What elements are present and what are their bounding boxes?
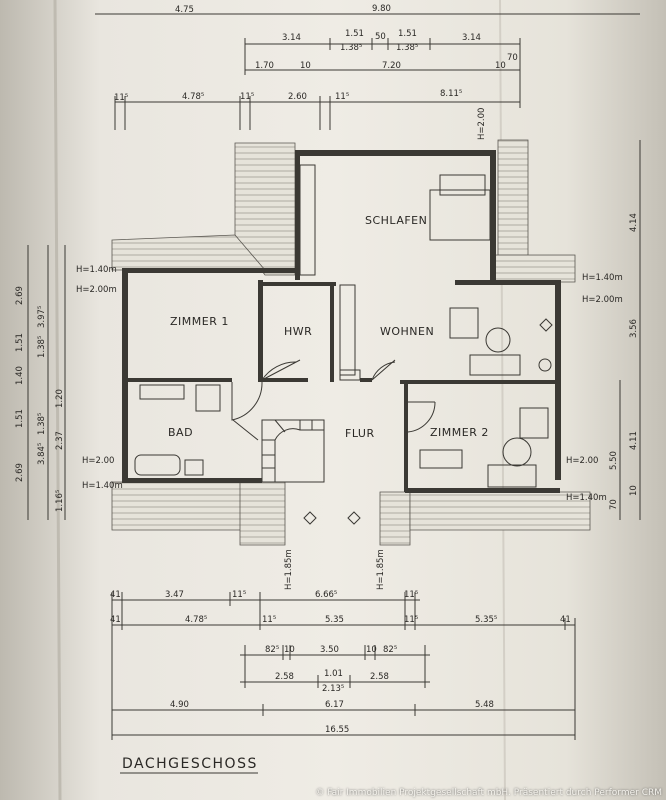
dim-b1: 41 [110, 590, 121, 600]
plan-title: DACHGESCHOSS [122, 756, 258, 772]
height-note: H=1.40m [76, 265, 117, 275]
dim-left: 1.38⁵ [37, 336, 47, 358]
dim-left: 1.40 [15, 366, 25, 385]
dim-r3-4: 10 [495, 61, 506, 71]
height-note: H=1.85m [284, 549, 294, 590]
dim-b5: 5.48 [475, 700, 494, 710]
paper-fold [499, 0, 506, 800]
dim-r4-3: 11⁵ [240, 92, 254, 102]
dim-r3-2: 10 [300, 61, 311, 71]
dim-b4b: 2.13⁵ [322, 684, 344, 694]
room-zimmer-1: ZIMMER 1 [170, 315, 229, 328]
room-bad: BAD [168, 426, 193, 439]
height-note: H=2.00m [76, 285, 117, 295]
dim-r2-4: 1.51 [398, 29, 417, 39]
dim-left: 1.16⁵ [55, 490, 65, 512]
dim-right: 3.56 [629, 319, 639, 338]
height-note: H=1.40m [566, 493, 607, 503]
left-dimensions: 2.69 1.51 1.40 1.51 2.69 3.97⁵ 1.38⁵ 1.3… [15, 245, 66, 520]
dim-b2: 41 [560, 615, 571, 625]
dim-b2: 41 [110, 615, 121, 625]
dim-b2: 11⁵ [262, 615, 276, 625]
dim-b4: 2.58 [275, 672, 294, 682]
top-dimensions: 4.75 9.80 3.14 1.51 50 1.51 3.14 1.38⁵ 1… [95, 4, 640, 130]
dim-b1: 6.66⁵ [315, 590, 337, 600]
dim-total: 16.55 [325, 725, 349, 735]
dim-b5: 4.90 [170, 700, 189, 710]
dim-b2: 11⁵ [404, 615, 418, 625]
dim-b2: 4.78⁵ [185, 615, 207, 625]
roof-hatching [111, 139, 591, 546]
dim-r3-1: 1.70 [255, 61, 274, 71]
dim-left: 1.51 [15, 409, 25, 428]
dim-r2-3: 50 [375, 32, 386, 42]
right-dimensions: 4.14 3.56 4.11 5.50 70 10 [609, 140, 641, 520]
dim-r4-1: 11⁵ [114, 93, 128, 103]
dim-top-1: 4.75 [175, 5, 194, 15]
height-note: H=2.00 [566, 456, 598, 466]
dim-left: 3.84⁵ [37, 443, 47, 465]
dim-r4-2: 4.78⁵ [182, 92, 204, 102]
dim-left: 1.51 [15, 333, 25, 352]
room-schlafen: SCHLAFEN [365, 214, 427, 227]
dim-r3-3: 7.20 [382, 61, 401, 71]
dim-left: 3.97⁵ [37, 306, 47, 328]
dim-b3: 82⁵ [265, 645, 279, 655]
height-note: H=2.00 [82, 456, 114, 466]
dim-b1: 11⁵ [404, 590, 418, 600]
height-annotations: H=2.00 H=1.40m H=2.00m H=1.40m H=2.00m H… [76, 108, 623, 590]
room-wohnen: WOHNEN [380, 325, 434, 338]
dim-r2b-1: 1.38⁵ [340, 43, 362, 53]
windows [299, 164, 491, 376]
dim-r4-6: 8.11⁵ [440, 89, 462, 99]
height-note: H=1.85m [376, 549, 386, 590]
height-note: H=2.00m [582, 295, 623, 305]
dim-left: 1.20 [55, 389, 65, 408]
room-flur: FLUR [345, 427, 375, 440]
staircase [261, 419, 325, 483]
dim-right: 5.50 [609, 451, 619, 470]
height-note: H=1.40m [82, 481, 123, 491]
dim-r2-1: 3.14 [282, 33, 301, 43]
dim-right: 4.14 [629, 213, 639, 232]
dim-r3-5: 70 [507, 53, 518, 63]
dim-left: 2.69 [15, 463, 25, 482]
dim-r2b-2: 1.38⁵ [396, 43, 418, 53]
dim-right: 10 [629, 485, 639, 496]
room-hwr: HWR [284, 325, 312, 338]
bathroom-fixtures [134, 369, 361, 476]
dim-r2-2: 1.51 [345, 29, 364, 39]
dim-b3: 3.50 [320, 645, 339, 655]
dim-r4-4: 2.60 [288, 92, 307, 102]
dim-left: 2.37 [55, 431, 65, 450]
dim-b5: 6.17 [325, 700, 344, 710]
dim-r4-5: 11⁵ [335, 92, 349, 102]
dim-b3: 10 [366, 645, 377, 655]
dim-b2: 5.35⁵ [475, 615, 497, 625]
dim-b1: 11⁵ [232, 590, 246, 600]
copyright-notice: © Fair Immobilien Projektgesellschaft mb… [315, 788, 662, 798]
bottom-dimensions: 41 3.47 11⁵ 6.66⁵ 11⁵ 41 4.78⁵ 11⁵ 5.35 … [110, 590, 576, 740]
height-note: H=1.40m [582, 273, 623, 283]
dim-b3: 10 [284, 645, 295, 655]
paper-fold [53, 0, 62, 800]
dim-b1: 3.47 [165, 590, 184, 600]
dim-left: 2.69 [15, 286, 25, 305]
dim-b4: 2.58 [370, 672, 389, 682]
furniture [303, 307, 553, 525]
dim-right: 4.11 [629, 431, 639, 450]
dim-left: 1.38⁵ [37, 413, 47, 435]
dim-b2: 5.35 [325, 615, 344, 625]
walls [122, 150, 561, 493]
dim-top-2: 9.80 [372, 4, 391, 14]
room-zimmer-2: ZIMMER 2 [430, 426, 489, 439]
dim-b3: 82⁵ [383, 645, 397, 655]
door-swings [231, 359, 436, 441]
dim-right: 70 [609, 499, 619, 510]
dim-r2-5: 3.14 [462, 33, 481, 43]
height-note: H=2.00 [477, 108, 487, 140]
dim-b4: 1.01 [324, 669, 343, 679]
